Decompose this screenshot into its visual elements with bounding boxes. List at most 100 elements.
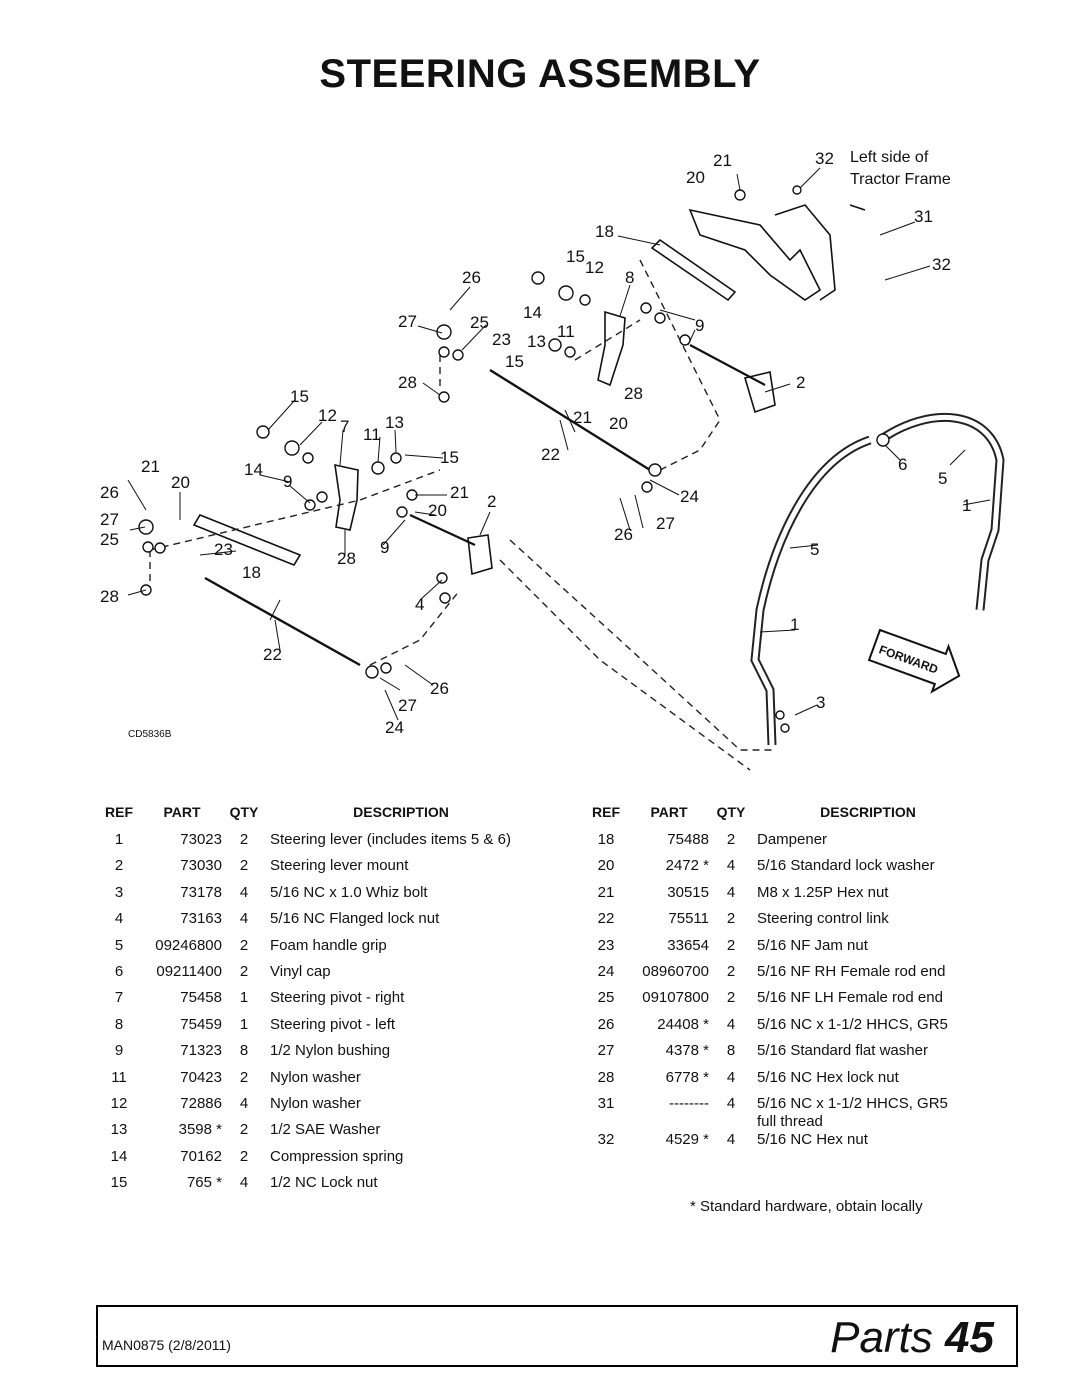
description-cell-text: 5/16 NC x 1-1/2 HHCS, GR5 bbox=[757, 1094, 948, 1112]
col-part: PART bbox=[163, 804, 201, 820]
qty-cell-text: 2 bbox=[726, 831, 736, 848]
description-cell: 5/16 NC Hex lock nut bbox=[749, 1069, 987, 1095]
ref-cell: 13 bbox=[96, 1121, 142, 1147]
col-description: DESCRIPTION bbox=[820, 804, 916, 820]
svg-text:8: 8 bbox=[625, 268, 634, 287]
svg-text:25: 25 bbox=[100, 530, 119, 549]
description-cell: 5/16 Standard lock washer bbox=[749, 857, 987, 883]
svg-text:9: 9 bbox=[380, 538, 389, 557]
svg-text:15: 15 bbox=[440, 448, 459, 467]
ref-cell-text: 8 bbox=[114, 1015, 124, 1033]
doc-number: MAN0875 (2/8/2011) bbox=[102, 1337, 231, 1353]
part-number-cell-text: 09246800 bbox=[155, 936, 222, 954]
ref-cell-text: 18 bbox=[597, 831, 615, 848]
dampener-upper bbox=[650, 238, 737, 302]
part-number-cell: 3598 * bbox=[142, 1121, 226, 1147]
description-cell-text: 5/16 NC Hex nut bbox=[757, 1130, 868, 1148]
part-number-cell: 4529 * bbox=[629, 1131, 713, 1157]
part-number-cell-text: 75511 bbox=[668, 910, 709, 928]
description-cell: 5/16 Standard flat washer bbox=[749, 1042, 987, 1068]
control-link-lower bbox=[204, 576, 361, 667]
svg-text:9: 9 bbox=[283, 472, 292, 491]
qty-cell-text: 2 bbox=[726, 936, 736, 954]
ref-cell: 4 bbox=[96, 910, 142, 936]
svg-text:31: 31 bbox=[914, 207, 933, 226]
svg-text:2: 2 bbox=[796, 373, 805, 392]
svg-text:21: 21 bbox=[450, 483, 469, 502]
qty-cell-text: 2 bbox=[239, 1147, 249, 1165]
part-number-cell-text: 09211400 bbox=[156, 962, 222, 980]
description-cell: 1/2 SAE Washer bbox=[262, 1121, 540, 1147]
svg-text:27: 27 bbox=[656, 514, 675, 533]
ref-cell-text: 14 bbox=[110, 1147, 128, 1165]
svg-text:32: 32 bbox=[815, 149, 834, 168]
qty-cell: 1 bbox=[226, 1016, 262, 1042]
part-number-cell-text: 08960700 bbox=[642, 962, 709, 980]
qty-cell: 4 bbox=[226, 1095, 262, 1121]
part-number-cell-text: 09107800 bbox=[642, 989, 709, 1007]
part-number-cell: 75458 bbox=[142, 989, 226, 1015]
qty-cell-text: 2 bbox=[726, 910, 736, 928]
qty-cell: 2 bbox=[713, 963, 749, 989]
ref-cell-text: 4 bbox=[114, 910, 124, 928]
ref-cell-text: 23 bbox=[597, 936, 615, 954]
description-cell-text: M8 x 1.25P Hex nut bbox=[757, 883, 889, 901]
description-cell: 5/16 NC Flanged lock nut bbox=[262, 910, 540, 936]
part-number-cell: 09107800 bbox=[629, 989, 713, 1015]
description-cell: 5/16 NF RH Female rod end bbox=[749, 963, 987, 989]
ref-cell-text: 25 bbox=[597, 989, 615, 1007]
col-qty: QTY bbox=[229, 804, 259, 820]
frame-note-line2: Tractor Frame bbox=[850, 171, 951, 188]
description-cell: 1/2 NC Lock nut bbox=[262, 1174, 540, 1200]
qty-cell-text: 2 bbox=[239, 962, 249, 980]
ref-cell: 2 bbox=[96, 857, 142, 883]
part-number-cell: 70423 bbox=[142, 1069, 226, 1095]
svg-text:28: 28 bbox=[100, 587, 119, 606]
svg-text:15: 15 bbox=[505, 352, 524, 371]
ref-cell-text: 20 bbox=[597, 857, 615, 875]
qty-cell: 2 bbox=[226, 1069, 262, 1095]
description-cell-text: Steering lever (includes items 5 & 6) bbox=[270, 831, 511, 848]
svg-text:27: 27 bbox=[100, 510, 119, 529]
ref-cell: 24 bbox=[583, 963, 629, 989]
qty-cell-text: 4 bbox=[726, 883, 736, 901]
part-number-cell-text: 6778 * bbox=[665, 1068, 709, 1086]
ref-cell: 1 bbox=[96, 831, 142, 857]
description-cell-text: Nylon washer bbox=[270, 1094, 361, 1112]
qty-cell-text: 8 bbox=[239, 1042, 249, 1060]
ref-cell: 7 bbox=[96, 989, 142, 1015]
forward-arrow: FORWARD bbox=[867, 628, 961, 694]
qty-cell-text: 2 bbox=[239, 1121, 249, 1139]
part-number-cell: -------- bbox=[629, 1095, 713, 1131]
description-cell: Nylon washer bbox=[262, 1095, 540, 1121]
qty-cell: 4 bbox=[713, 884, 749, 910]
part-number-cell-text: 30515 bbox=[667, 883, 709, 901]
qty-cell: 2 bbox=[226, 1121, 262, 1147]
ref-cell-text: 28 bbox=[597, 1068, 615, 1086]
ref-cell-text: 26 bbox=[597, 1015, 615, 1033]
description-cell-text: Dampener bbox=[757, 831, 828, 848]
qty-cell: 8 bbox=[713, 1042, 749, 1068]
svg-text:15: 15 bbox=[566, 247, 585, 266]
qty-cell: 2 bbox=[226, 857, 262, 883]
svg-text:12: 12 bbox=[585, 258, 604, 277]
ref-cell-text: 24 bbox=[597, 962, 615, 980]
ref-cell-text: 2 bbox=[114, 857, 124, 875]
svg-text:18: 18 bbox=[595, 222, 614, 241]
description-cell-text: Steering control link bbox=[757, 910, 889, 928]
ref-cell: 27 bbox=[583, 1042, 629, 1068]
svg-text:20: 20 bbox=[171, 473, 190, 492]
part-number-cell: 765 * bbox=[142, 1174, 226, 1200]
qty-cell: 4 bbox=[226, 1174, 262, 1200]
